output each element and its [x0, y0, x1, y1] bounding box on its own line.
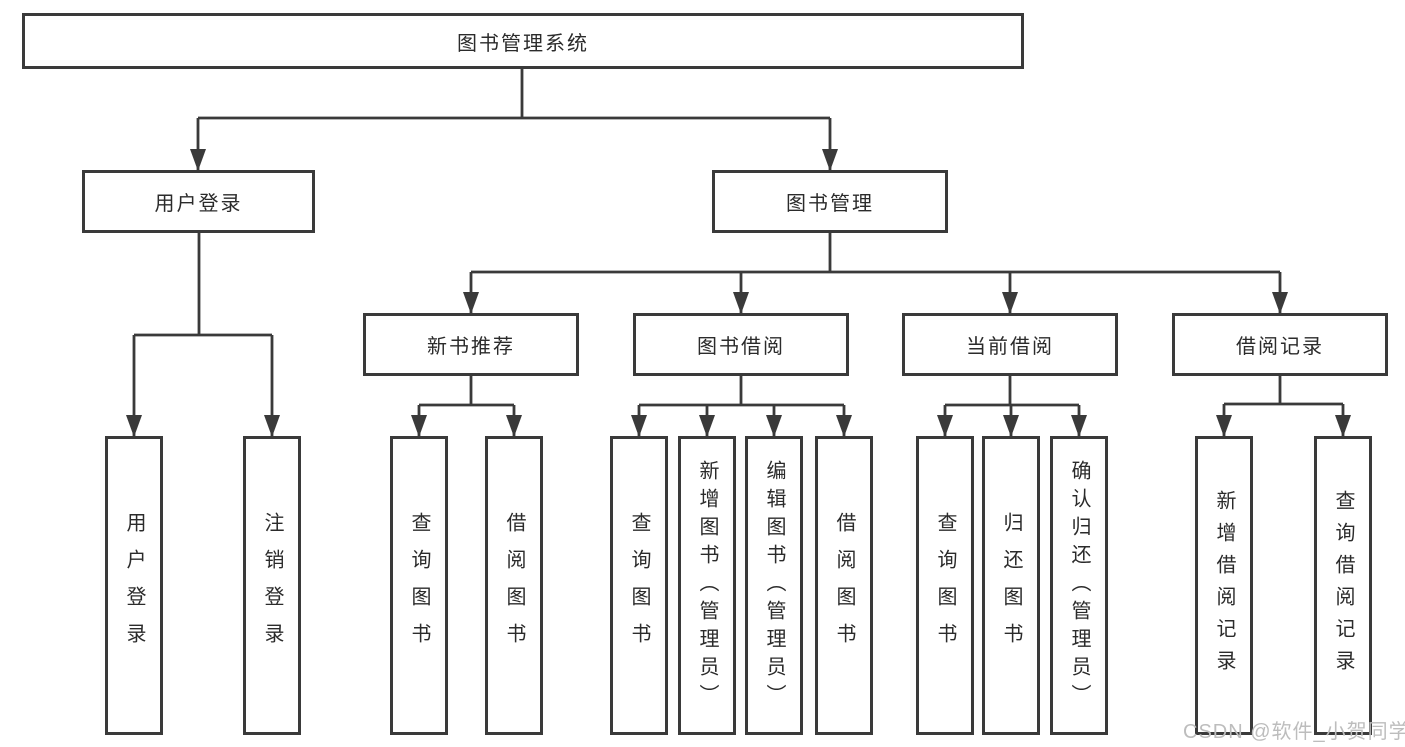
leaf-confirm-return-admin: 确认归还（管理员）: [1050, 436, 1108, 735]
leaf-borrow-query-books: 查询图书: [610, 436, 668, 735]
node-book-borrow: 图书借阅: [633, 313, 849, 376]
node-borrow-records: 借阅记录: [1172, 313, 1388, 376]
leaf-current-query-books: 查询图书: [916, 436, 974, 735]
connector-root-to-level2: [190, 69, 838, 171]
leaf-query-borrow-record: 查询借阅记录: [1314, 436, 1372, 735]
node-current-borrow-label: 当前借阅: [966, 336, 1054, 358]
node-new-book-rec-label: 新书推荐: [427, 336, 515, 358]
connector-book-borrow-children: [631, 376, 852, 437]
node-root: 图书管理系统: [22, 13, 1024, 69]
leaf-user-login: 用户登录: [105, 436, 163, 735]
node-root-label: 图书管理系统: [457, 32, 589, 55]
node-book-borrow-label: 图书借阅: [697, 336, 785, 358]
connector-current-borrow-children: [937, 376, 1087, 437]
node-current-borrow: 当前借阅: [902, 313, 1118, 376]
connector-book-management-children: [463, 233, 1288, 314]
connector-user-login-children: [126, 233, 280, 437]
connector-borrow-records-children: [1216, 376, 1351, 437]
leaf-add-borrow-record: 新增借阅记录: [1195, 436, 1253, 735]
node-book-management: 图书管理: [712, 170, 948, 233]
node-book-management-label: 图书管理: [786, 193, 874, 215]
leaf-rec-query-books: 查询图书: [390, 436, 448, 735]
node-user-login-label: 用户登录: [154, 193, 243, 215]
node-user-login: 用户登录: [82, 170, 315, 233]
csdn-watermark: CSDN @软件_小贺同学: [1183, 721, 1405, 743]
leaf-edit-books-admin: 编辑图书（管理员）: [745, 436, 803, 735]
node-borrow-records-label: 借阅记录: [1236, 336, 1324, 358]
leaf-rec-borrow-books: 借阅图书: [485, 436, 543, 735]
leaf-logout: 注销登录: [243, 436, 301, 735]
leaf-borrow-borrow-books: 借阅图书: [815, 436, 873, 735]
node-new-book-rec: 新书推荐: [363, 313, 579, 376]
connector-new-book-rec-children: [411, 376, 522, 437]
leaf-return-books: 归还图书: [982, 436, 1040, 735]
leaf-add-books-admin: 新增图书（管理员）: [678, 436, 736, 735]
